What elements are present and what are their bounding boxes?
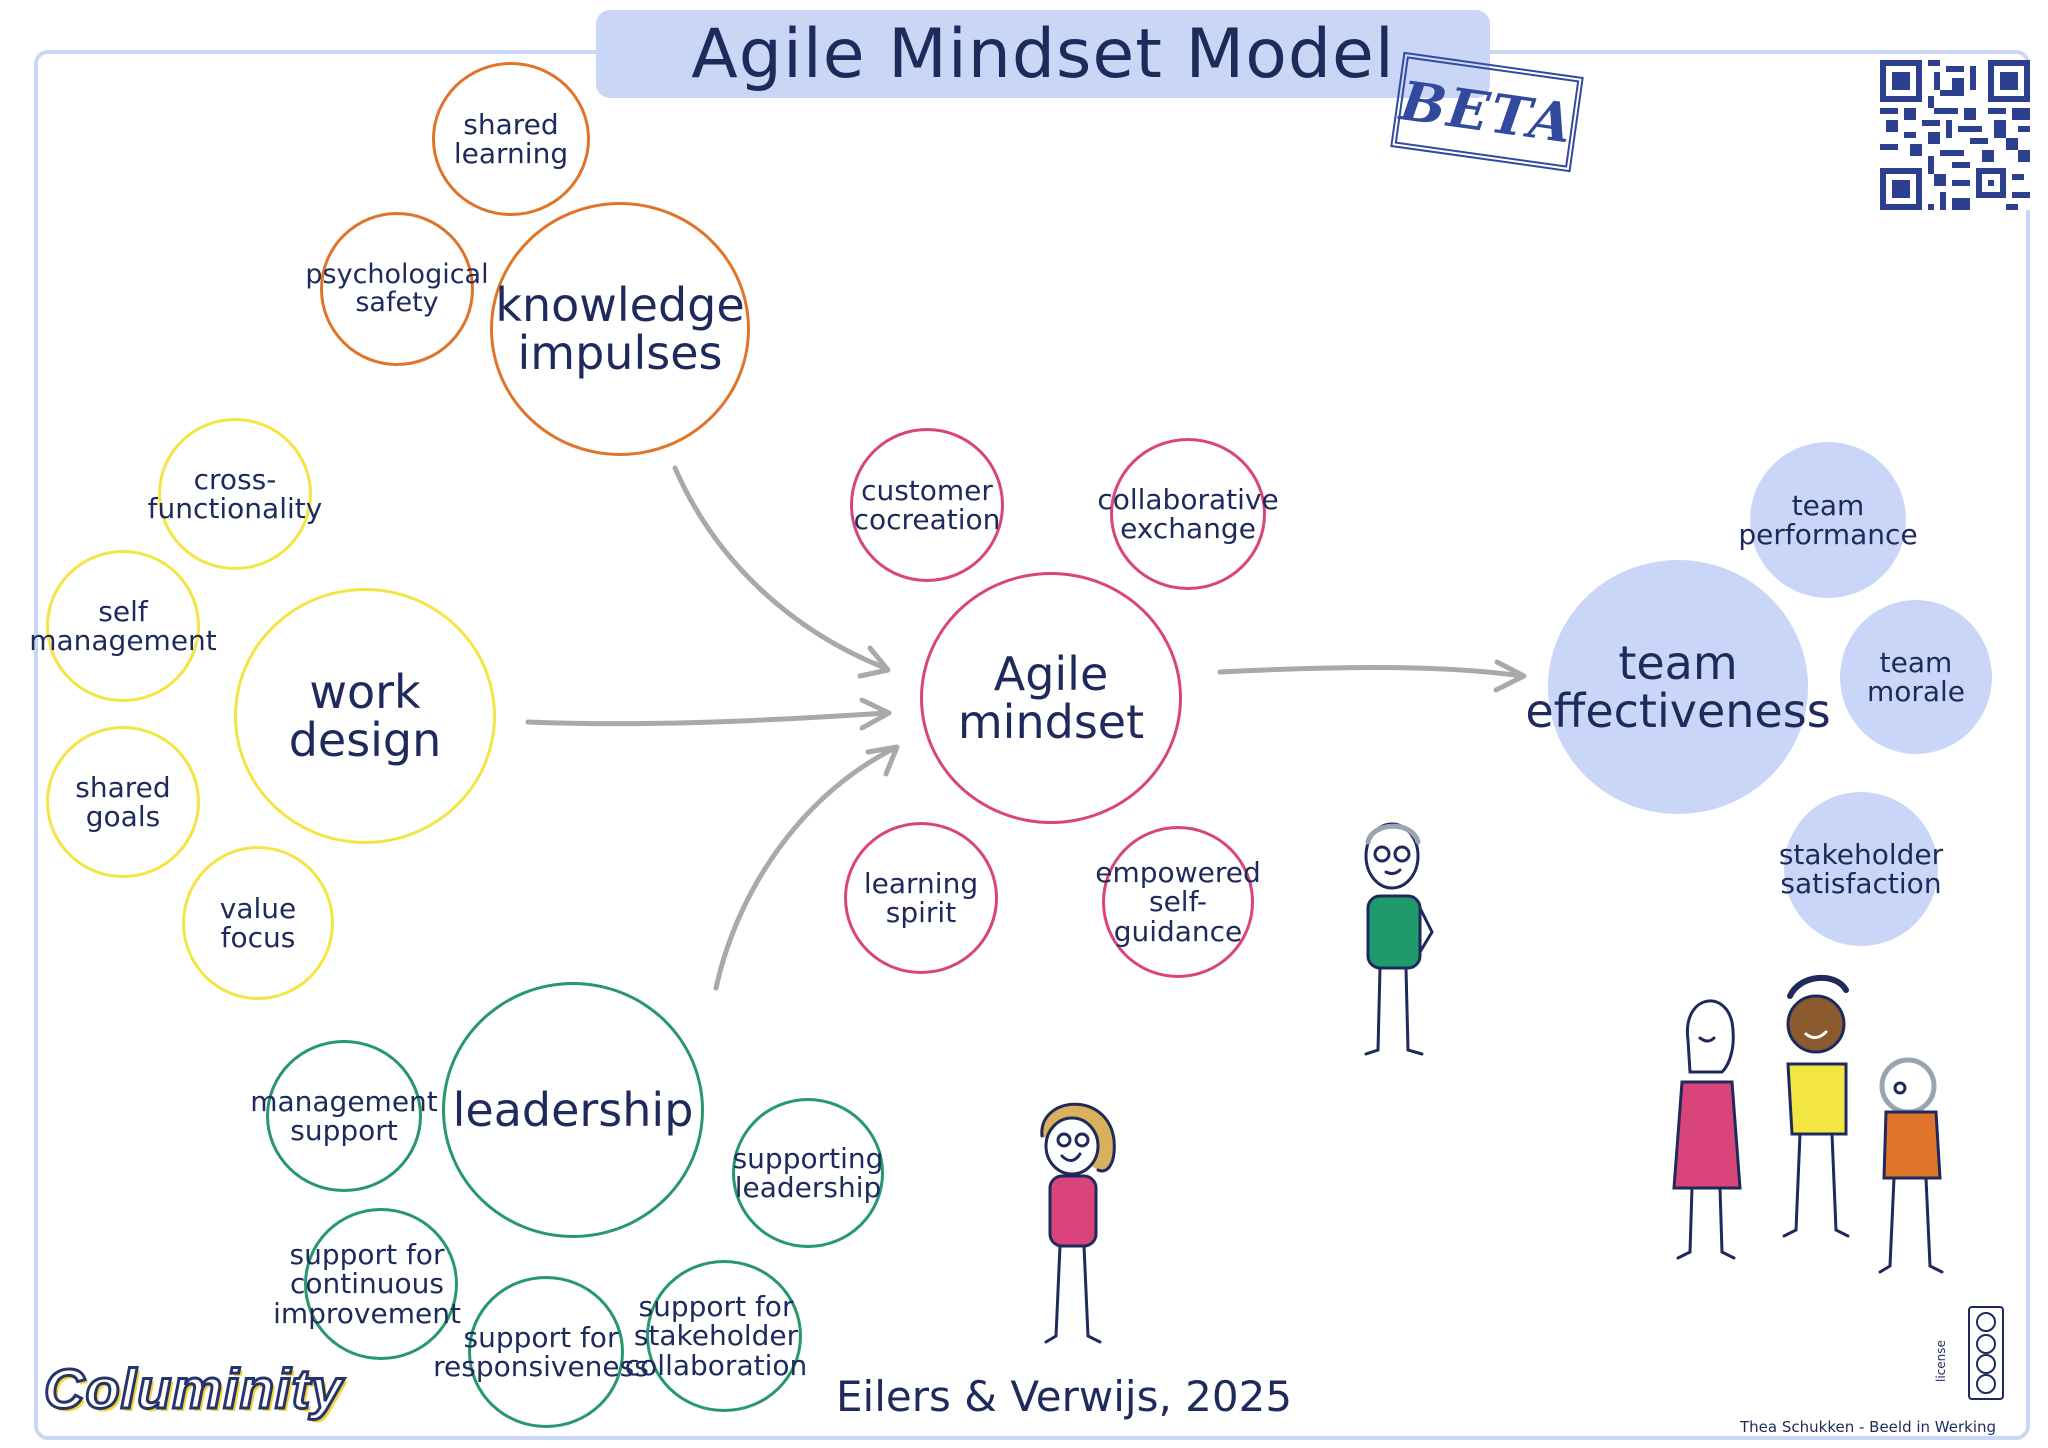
arrow-icon: [525, 710, 889, 727]
shared-learning-bubble: shared learning: [432, 62, 590, 216]
citation-text: Eilers & Verwijs, 2025: [836, 1372, 1293, 1421]
arrow-icon: [672, 465, 888, 671]
person-illustration: [1672, 974, 1944, 1274]
team-morale-bubble: team morale: [1840, 600, 1992, 754]
arrow-icon: [1493, 659, 1527, 693]
team-effectiveness-bubble: team effectiveness: [1525, 560, 1831, 814]
arrow-icon: [865, 744, 900, 777]
arrow-icon: [859, 697, 892, 731]
continuous-improvement-bubble: support for continuous improvement: [273, 1208, 461, 1360]
person-illustration: [1364, 822, 1434, 1056]
shared-goals-bubble: shared goals: [46, 726, 200, 878]
responsiveness-bubble: support for responsiveness: [433, 1276, 649, 1428]
work-design-bubble: work design: [234, 588, 496, 844]
learning-spirit-bubble: learning spirit: [844, 822, 998, 974]
empowered-self-guidance-bubble: empowered self-guidance: [1095, 826, 1261, 978]
license-label: license: [1934, 1340, 1948, 1382]
self-management-bubble: self management: [29, 550, 217, 702]
arrow-icon: [857, 645, 891, 679]
illustrator-credit: Thea Schukken - Beeld in Werking: [1740, 1418, 1997, 1436]
stakeholder-collaboration-bubble: support for stakeholder collaboration: [625, 1260, 807, 1412]
supporting-leadership-bubble: supporting leadership: [732, 1098, 884, 1248]
person-illustration: [1040, 1102, 1116, 1344]
stakeholder-satisfaction-bubble: stakeholder satisfaction: [1779, 792, 1943, 946]
management-support-bubble: management support: [250, 1040, 438, 1192]
leadership-bubble: leadership: [442, 982, 704, 1238]
cross-functionality-bubble: cross- functionality: [148, 418, 322, 570]
arrow-icon: [1217, 664, 1525, 679]
arrow-icon: [713, 745, 898, 991]
psychological-safety-bubble: psychological safety: [305, 212, 489, 366]
customer-cocreation-bubble: customer cocreation: [850, 428, 1004, 582]
agile-mindset-bubble: Agile mindset: [920, 572, 1182, 824]
knowledge-impulses-bubble: knowledge impulses: [490, 202, 750, 456]
team-performance-bubble: team performance: [1738, 442, 1918, 598]
title-banner: [596, 10, 1490, 98]
columinity-logo: Columinity: [42, 1356, 344, 1422]
qr-code-icon[interactable]: [1880, 60, 2030, 210]
collaborative-exchange-bubble: collaborative exchange: [1097, 438, 1279, 590]
value-focus-bubble: value focus: [182, 846, 334, 1000]
page-title: Agile Mindset Model: [691, 14, 1395, 94]
cc-license-icon[interactable]: [1968, 1306, 2004, 1400]
